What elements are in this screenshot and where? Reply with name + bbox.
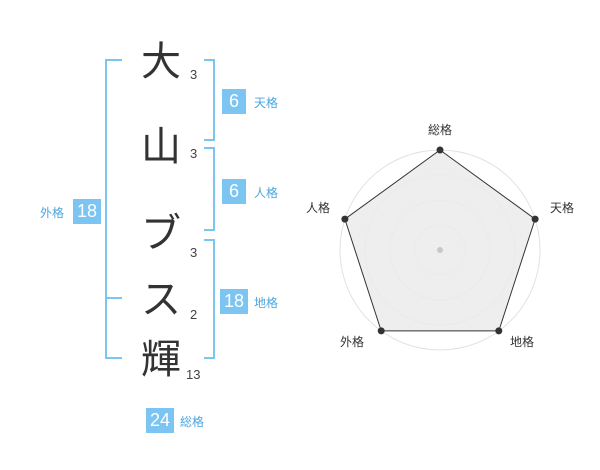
stroke-count-4: 2 bbox=[190, 307, 198, 322]
tenkaku-bracket bbox=[204, 59, 215, 141]
name-char-5: 輝 bbox=[141, 337, 181, 383]
radar-axis-label-chikaku: 地格 bbox=[510, 334, 534, 349]
radar-axis-label-tenkaku: 天格 bbox=[550, 200, 574, 215]
radar-center-dot bbox=[437, 247, 443, 253]
name-char-3: ブ bbox=[141, 211, 181, 257]
radar-point bbox=[377, 327, 385, 335]
gaikaku-bracket bbox=[105, 59, 122, 359]
radar-point bbox=[531, 215, 539, 223]
name-char-2: 山 bbox=[141, 124, 181, 170]
stroke-count-5: 13 bbox=[186, 367, 201, 382]
radar-axis-label-soukaku: 総格 bbox=[428, 122, 452, 137]
radar-point bbox=[436, 146, 444, 154]
chikaku-value-badge: 18 bbox=[220, 289, 248, 314]
soukaku-value-badge: 24 bbox=[146, 408, 174, 433]
gaikaku-label: 外格 bbox=[40, 206, 65, 220]
jinkaku-bracket bbox=[204, 147, 215, 231]
stroke-count-3: 3 bbox=[190, 245, 198, 260]
radar-axis-label-jinkaku: 人格 bbox=[306, 200, 330, 215]
radar-point bbox=[495, 327, 503, 335]
tenkaku-label: 天格 bbox=[254, 96, 279, 110]
jinkaku-value-badge: 6 bbox=[222, 179, 246, 204]
soukaku-label: 総格 bbox=[180, 415, 205, 429]
name-char-4: ス bbox=[141, 277, 181, 323]
jinkaku-label: 人格 bbox=[254, 186, 279, 200]
stroke-count-1: 3 bbox=[190, 67, 198, 82]
radar-points bbox=[341, 146, 539, 335]
chikaku-label: 地格 bbox=[254, 296, 279, 310]
stroke-count-2: 3 bbox=[190, 146, 198, 161]
chikaku-bracket bbox=[204, 239, 215, 359]
radar-point bbox=[341, 215, 349, 223]
gaikaku-value-badge: 18 bbox=[73, 199, 101, 224]
name-char-1: 大 bbox=[141, 39, 181, 85]
radar-shape bbox=[344, 149, 536, 332]
tenkaku-value-badge: 6 bbox=[222, 89, 246, 114]
radar-axis-label-gaikaku: 外格 bbox=[340, 334, 364, 349]
